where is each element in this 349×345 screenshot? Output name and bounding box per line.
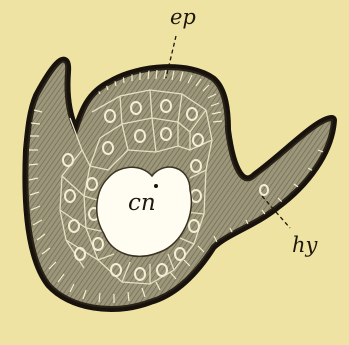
nucleus-dot — [154, 184, 158, 188]
label-hy: hy — [292, 233, 319, 257]
label-cn: cn — [128, 190, 156, 216]
label-ep: ep — [170, 5, 196, 29]
